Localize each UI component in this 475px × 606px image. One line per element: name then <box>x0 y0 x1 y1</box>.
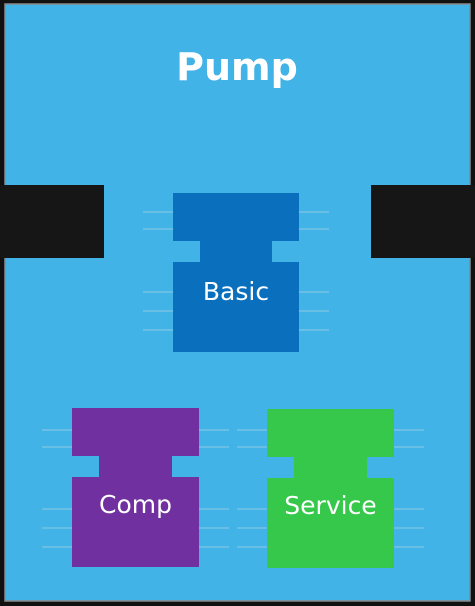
module-basic-label: Basic <box>203 277 269 306</box>
module-service-label: Service <box>284 491 376 520</box>
module-service: Service <box>237 409 424 568</box>
module-basic-body <box>173 193 299 352</box>
module-comp-label: Comp <box>99 490 172 519</box>
pump-title: Pump <box>176 45 298 89</box>
module-comp-pins <box>42 429 229 548</box>
module-service-body <box>267 409 394 568</box>
left-slot <box>0 185 104 258</box>
module-comp-body <box>72 408 199 567</box>
module-comp: Comp <box>42 408 229 567</box>
module-basic: Basic <box>143 193 329 352</box>
module-service-pins <box>237 429 424 548</box>
right-slot <box>371 185 475 258</box>
module-basic-pins <box>143 211 329 331</box>
